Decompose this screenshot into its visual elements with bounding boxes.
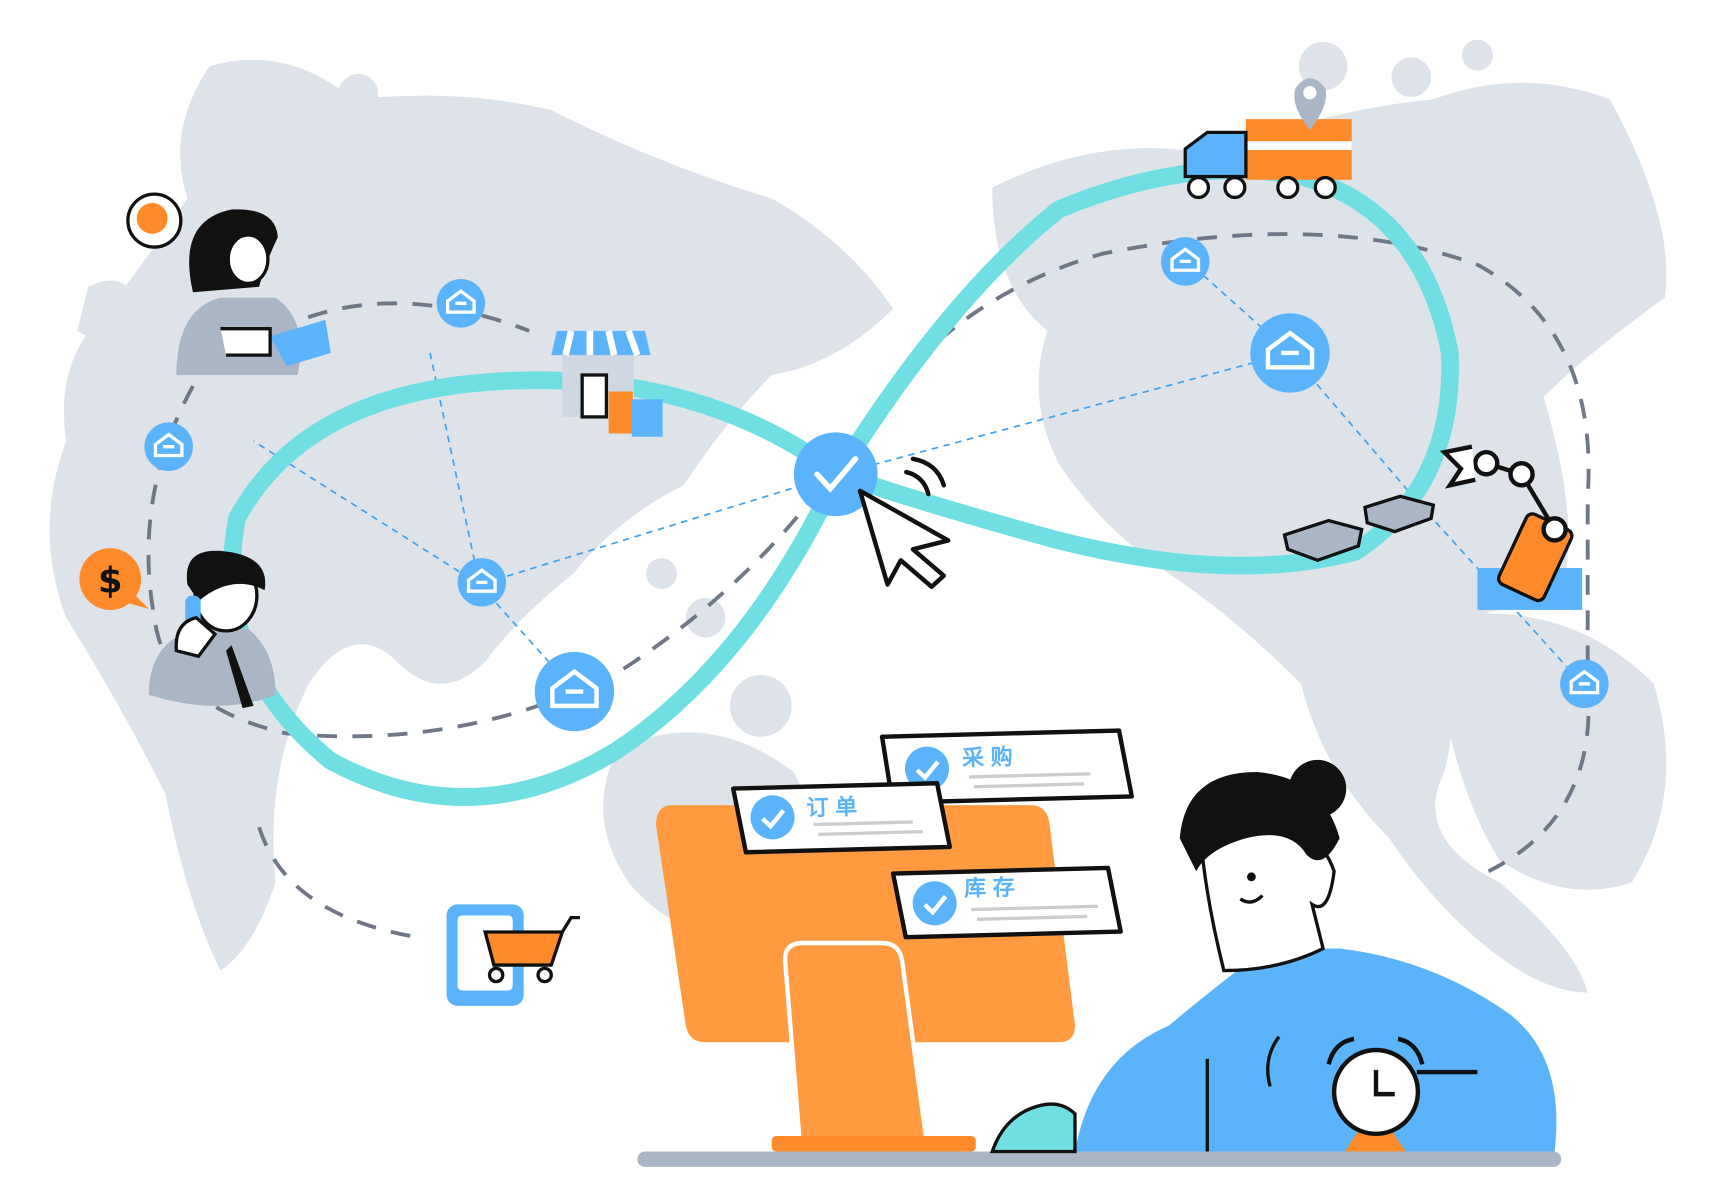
central-check-icon bbox=[793, 432, 878, 517]
warehouse-markers bbox=[144, 237, 1609, 732]
warehouse-icon bbox=[534, 651, 615, 732]
chat-bubble-icon bbox=[126, 192, 183, 249]
dashed-route bbox=[146, 232, 1591, 940]
warehouse-icon bbox=[457, 558, 507, 607]
currency-symbol: $ bbox=[98, 560, 123, 601]
check-icon bbox=[904, 746, 950, 791]
alarm-clock-icon bbox=[1326, 1036, 1478, 1152]
warehouse-icon bbox=[1250, 313, 1330, 393]
package-tray-icon bbox=[1282, 494, 1436, 563]
payment-bubble-icon: $ bbox=[79, 548, 149, 610]
card-label: 订单 bbox=[806, 795, 864, 821]
flow-ribbon bbox=[223, 161, 1459, 806]
check-icon bbox=[750, 795, 795, 840]
location-pin-icon bbox=[1294, 78, 1327, 131]
warehouse-icon bbox=[436, 279, 486, 328]
status-card-purchasing: 采购 bbox=[879, 728, 1134, 805]
check-icon bbox=[912, 881, 957, 926]
click-waves-icon bbox=[904, 456, 946, 497]
operator-woman-figure bbox=[989, 759, 1557, 1154]
robot-arm-icon bbox=[1439, 444, 1583, 610]
store-icon bbox=[551, 329, 663, 437]
customer-man-figure bbox=[148, 550, 276, 709]
customer-woman-figure bbox=[176, 209, 331, 375]
status-card-inventory: 库存 bbox=[890, 865, 1123, 940]
status-card-orders: 订单 bbox=[731, 781, 953, 855]
cursor-icon bbox=[857, 488, 951, 589]
warehouse-icon bbox=[1161, 237, 1210, 286]
warehouse-icon bbox=[1560, 659, 1609, 709]
card-label: 库存 bbox=[964, 874, 1022, 901]
computer-monitor bbox=[637, 805, 1562, 1167]
mobile-shopping-cart-icon bbox=[446, 904, 580, 1006]
warehouse-icon bbox=[144, 422, 193, 471]
card-label: 采购 bbox=[962, 744, 1020, 771]
truck-icon bbox=[1183, 78, 1352, 200]
